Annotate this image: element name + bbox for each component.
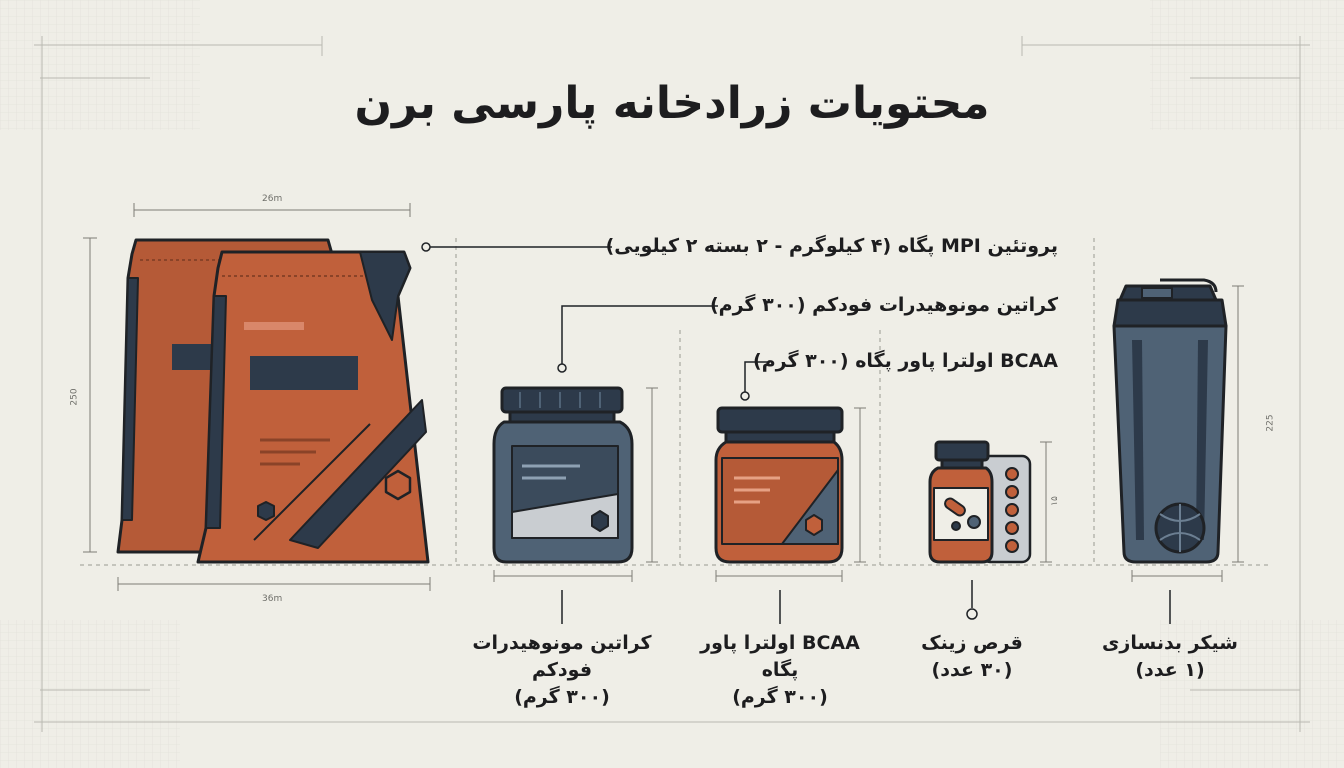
caption-zinc-line1: قرص زینک [921,632,1023,654]
hexagon-logo-icon [384,469,412,501]
shaker-bottle [1112,278,1228,564]
blueprint-frame [34,36,1310,732]
caption-creatine-line1: کراتین مونوهیدرات [472,632,652,654]
page-title: محتویات زرادخانه پارسی برن [354,78,990,129]
callout-leaders [421,242,1171,624]
shaker-height-label: 225 [1265,414,1276,432]
caption-bcaa-line1: BCAA اولترا پاور [700,632,860,654]
bcaa-jar [714,406,844,564]
caption-creatine: کراتین مونوهیدرات فودکم (۳۰۰ گرم) [452,630,672,711]
caption-shaker-line2: (۱ عدد) [1135,659,1205,681]
bag-height-label: 250 [69,388,80,406]
caption-bcaa-line2: پگاه [761,659,799,681]
caption-zinc: قرص زینک (۳۰ عدد) [892,630,1052,684]
callout-protein: پروتئین MPI پگاه (۴ کیلوگرم - ۲ بسته ۲ ک… [605,235,1058,257]
zinc-bottle [928,440,994,564]
protein-bag-front [196,250,430,564]
dimension-lines [83,203,1244,591]
caption-bcaa: BCAA اولترا پاور پگاه (۳۰۰ گرم) [680,630,880,711]
caption-creatine-line3: (۳۰۰ گرم) [514,686,610,708]
caption-shaker: شیکر بدنسازی (۱ عدد) [1080,630,1260,684]
blister-pack-icon [1005,467,1019,553]
zinc-blister-pack [980,454,1032,564]
callout-bcaa: BCAA اولترا پاور پگاه (۳۰۰ گرم) [753,350,1058,372]
caption-bcaa-line3: (۳۰۰ گرم) [732,686,828,708]
bag-width-bottom-label: 36m [262,594,283,604]
pill-capsule-icon [944,497,981,531]
caption-creatine-line2: فودکم [531,659,593,681]
caption-shaker-line1: شیکر بدنسازی [1102,632,1238,654]
shaker-ball-icon [1154,502,1206,554]
guide-lines [80,238,1270,566]
bag-width-top-label: 26m [262,194,283,204]
caption-zinc-line2: (۳۰ عدد) [931,659,1013,681]
creatine-jar [492,386,634,564]
callout-creatine: کراتین مونوهیدرات فودکم (۳۰۰ گرم) [709,294,1058,316]
zinc-height-label: ۱۵ [1049,496,1060,506]
